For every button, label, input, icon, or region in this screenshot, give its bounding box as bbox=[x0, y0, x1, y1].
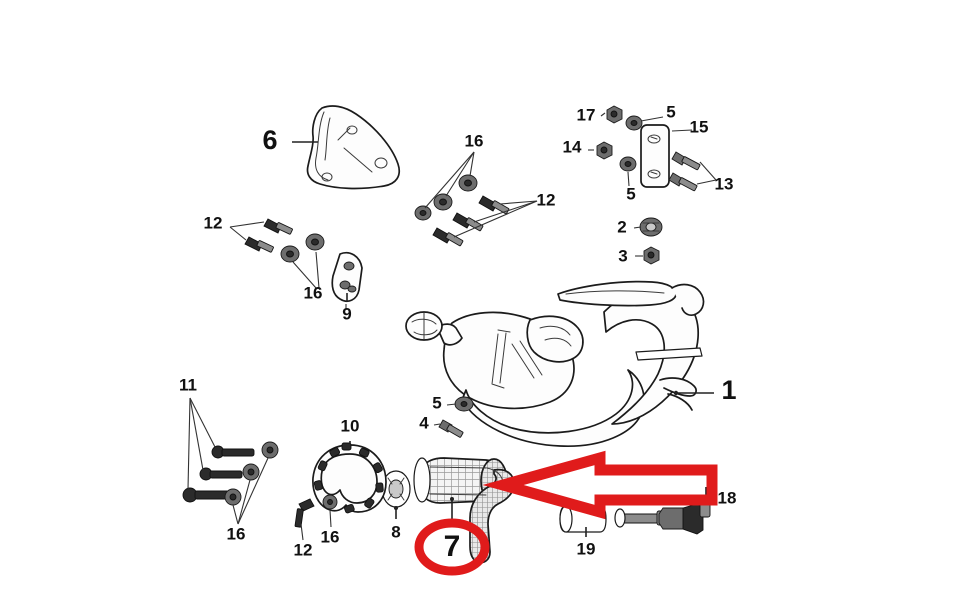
washer-16-f bbox=[261, 441, 279, 459]
washer-16-a bbox=[458, 174, 478, 192]
washer-16-c bbox=[414, 205, 432, 221]
bolt-4 bbox=[438, 419, 464, 438]
callout-label-13-c13: 13 bbox=[715, 174, 734, 193]
callout-label-5-c5c: 5 bbox=[432, 393, 441, 412]
long-bolt-a bbox=[211, 445, 255, 459]
callout-label-6-c6: 6 bbox=[262, 125, 277, 155]
callout-label-12-c12a: 12 bbox=[204, 213, 223, 232]
callout-label-19-c19: 19 bbox=[577, 539, 596, 558]
callout-label-5-c5a: 5 bbox=[666, 102, 675, 121]
callout-label-16-c16c: 16 bbox=[227, 524, 246, 543]
screw-12-d bbox=[263, 218, 293, 235]
hardware-2-3 bbox=[633, 217, 663, 265]
callout-label-11-c11: 11 bbox=[179, 375, 197, 394]
hardware-cluster-left-mid bbox=[229, 218, 347, 310]
spring-washer-2 bbox=[639, 217, 663, 237]
callout-label-2-c2: 2 bbox=[617, 217, 626, 236]
part-15-mounting-plate bbox=[640, 124, 670, 188]
part-9-mounting-bracket bbox=[331, 251, 363, 302]
hardware-cluster-upper-right bbox=[588, 105, 717, 192]
callout-label-4-c4: 4 bbox=[419, 413, 429, 432]
callout-label-10-c10: 10 bbox=[341, 416, 360, 435]
red-highlight-ellipse bbox=[414, 518, 490, 576]
callout-label-15-c15: 15 bbox=[690, 117, 709, 136]
long-bolt-b bbox=[199, 467, 243, 481]
hardware-4-5-lower bbox=[433, 396, 474, 438]
callout-label-12-c12b: 12 bbox=[537, 190, 556, 209]
red-pointer-arrow bbox=[482, 450, 718, 520]
screw-12-b bbox=[452, 212, 484, 232]
long-bolt-c bbox=[182, 487, 230, 503]
washer-16-g bbox=[242, 463, 260, 481]
washer-16-i bbox=[322, 494, 338, 510]
screw-12-f bbox=[294, 498, 315, 528]
callout-label-5-c5b: 5 bbox=[626, 184, 635, 203]
screw-12-a bbox=[478, 195, 510, 215]
washer-5-c bbox=[454, 396, 474, 412]
callout-label-14-c14: 14 bbox=[563, 137, 582, 156]
part-7-silencer-muffler bbox=[413, 457, 515, 564]
part-1-exhaust-pipe-assembly bbox=[405, 280, 705, 448]
callout-label-1-c1: 1 bbox=[721, 375, 736, 405]
callout-label-8-c8: 8 bbox=[391, 522, 400, 541]
callout-label-18-c18: 18 bbox=[718, 488, 737, 507]
nut-3 bbox=[643, 246, 660, 265]
nut-14 bbox=[596, 141, 613, 160]
hardware-cluster-top-center bbox=[414, 151, 538, 247]
stud-13-a bbox=[671, 151, 701, 171]
callout-label-3-c3: 3 bbox=[618, 246, 627, 265]
callout-label-16-c16a: 16 bbox=[465, 131, 484, 150]
washer-16-e bbox=[305, 233, 325, 251]
screw-12-c bbox=[432, 227, 464, 247]
callout-label-7-c7: 7 bbox=[444, 530, 461, 563]
callout-label-17-c17: 17 bbox=[577, 105, 596, 124]
callout-label-12-c12c: 12 bbox=[294, 540, 313, 559]
washer-16-d bbox=[280, 245, 300, 263]
washer-5-b bbox=[619, 156, 637, 172]
callout-label-16-c16b: 16 bbox=[304, 283, 323, 302]
nut-17 bbox=[606, 105, 623, 124]
washer-16-b bbox=[433, 193, 453, 211]
washer-5-a bbox=[625, 115, 643, 131]
callout-label-9-c9: 9 bbox=[342, 304, 351, 323]
callout-label-16-c16d: 16 bbox=[321, 527, 340, 546]
part-18-lambda-sensor bbox=[614, 487, 711, 535]
screw-12-e bbox=[244, 236, 274, 253]
stud-13-b bbox=[668, 172, 698, 192]
hardware-cluster-bottom-left bbox=[182, 397, 338, 541]
part-6-heat-shield bbox=[306, 105, 401, 190]
washer-16-h bbox=[224, 488, 242, 506]
